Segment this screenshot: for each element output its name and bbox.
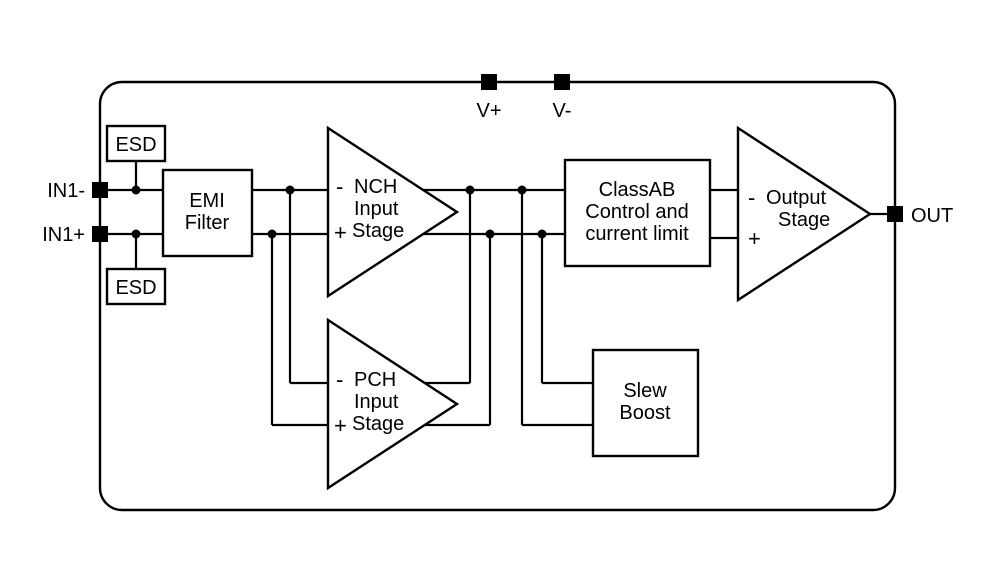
pin-in1-plus — [92, 226, 108, 242]
classab-label-line3: current limit — [585, 223, 689, 245]
pin-v-minus — [554, 74, 570, 90]
nch-label-line3: Stage — [352, 220, 404, 242]
emi-filter-label-line1: EMI — [189, 190, 225, 212]
wires — [100, 161, 887, 427]
nch-label-line2: Input — [354, 198, 399, 220]
junction-dot — [537, 229, 547, 239]
junction-dot — [485, 229, 495, 239]
pin-label-out: OUT — [911, 205, 953, 227]
classab-control-box — [563, 158, 712, 268]
output-minus-sign: - — [748, 185, 755, 210]
pch-label-line2: Input — [354, 391, 399, 413]
emi-filter-box — [161, 168, 254, 258]
junction-dot — [267, 229, 277, 239]
junction-dot — [517, 185, 527, 195]
slew-boost-label-line2: Boost — [619, 402, 671, 424]
slew-boost-box — [591, 348, 700, 458]
pch-plus-sign: + — [334, 413, 347, 438]
pin-label-in1-minus: IN1- — [47, 180, 85, 202]
pin-in1-minus — [92, 182, 108, 198]
nch-input-stage-triangle — [326, 125, 460, 299]
junction-dots — [131, 185, 547, 239]
junction-dot — [465, 185, 475, 195]
junction-dot — [131, 185, 141, 195]
output-label-line2: Stage — [778, 209, 830, 231]
nch-plus-sign: + — [334, 220, 347, 245]
pin-label-v-plus: V+ — [476, 100, 501, 122]
esd-top-box — [105, 124, 167, 163]
pch-input-stage-triangle — [326, 317, 460, 491]
pin-v-plus — [481, 74, 497, 90]
junction-dot — [285, 185, 295, 195]
pin-label-v-minus: V- — [553, 100, 572, 122]
classab-label-line1: ClassAB — [599, 179, 676, 201]
pch-label-line1: PCH — [354, 369, 396, 391]
output-plus-sign: + — [748, 226, 761, 251]
slew-boost-label-line1: Slew — [623, 380, 667, 402]
classab-label-line2: Control and — [585, 201, 688, 223]
pch-minus-sign: - — [336, 367, 343, 392]
output-label-line1: Output — [766, 187, 826, 209]
emi-filter-label-line2: Filter — [185, 212, 230, 234]
nch-minus-sign: - — [336, 174, 343, 199]
pin-label-in1-plus: IN1+ — [42, 224, 85, 246]
output-stage-triangle — [736, 125, 873, 303]
esd-bottom-box — [105, 267, 167, 306]
esd-top-label: ESD — [115, 134, 156, 156]
esd-bottom-label: ESD — [115, 277, 156, 299]
pin-out — [887, 206, 903, 222]
nch-label-line1: NCH — [354, 176, 397, 198]
junction-dot — [131, 229, 141, 239]
pch-label-line3: Stage — [352, 413, 404, 435]
chip-outline — [98, 80, 897, 512]
